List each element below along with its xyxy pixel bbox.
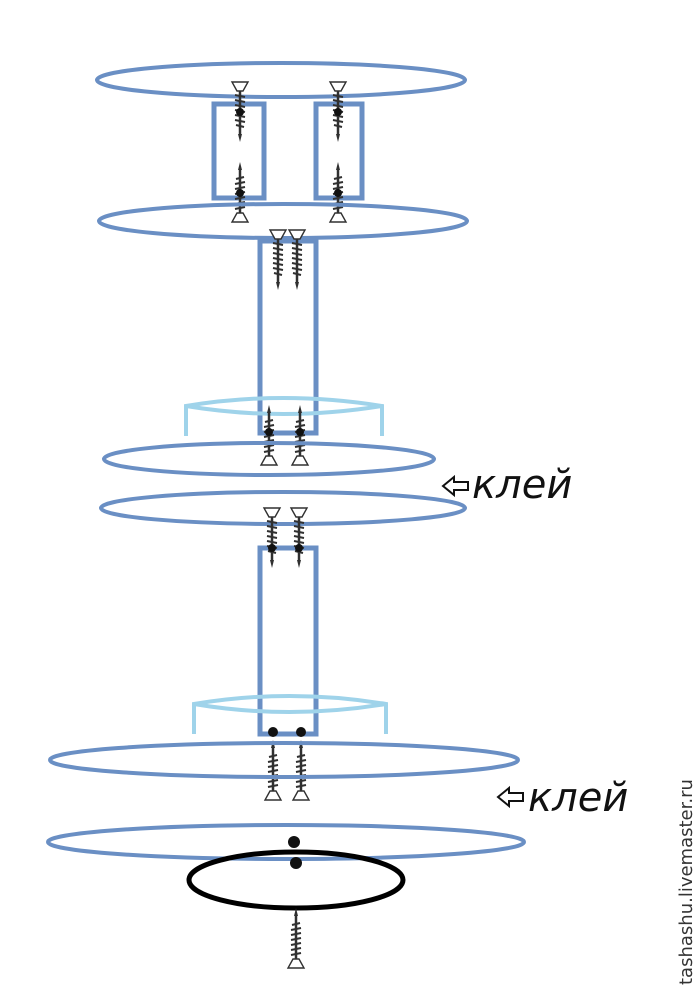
column-upper (257, 238, 319, 436)
collar-upper (184, 396, 384, 436)
dot-marker (268, 544, 276, 552)
column-lower (257, 545, 319, 737)
dot-marker (296, 727, 306, 737)
dot-marker (296, 428, 304, 436)
screw-icon (289, 506, 309, 570)
glue-label: клей (472, 462, 572, 508)
glue-label: клей (528, 775, 628, 821)
screw-icon (288, 908, 304, 968)
dot-marker (236, 189, 244, 197)
dot-marker (288, 836, 300, 848)
plate-third (102, 441, 436, 477)
glue-arrow-icon (496, 785, 524, 809)
plate-fifth (48, 741, 520, 779)
plate-second (97, 202, 469, 240)
dot-marker (265, 428, 273, 436)
dot-marker (334, 108, 342, 116)
plate-top (95, 61, 467, 99)
dot-marker (268, 727, 278, 737)
dot-marker (290, 857, 302, 869)
plate-fourth (99, 490, 467, 526)
glue-arrow-icon (441, 474, 469, 498)
dot-marker (334, 189, 342, 197)
screw-icon (262, 506, 282, 570)
screw-icon (293, 740, 309, 800)
plate-bottom (46, 823, 526, 861)
collar-lower (192, 694, 388, 734)
watermark: tashashu.livemaster.ru (676, 779, 697, 985)
dot-marker (236, 108, 244, 116)
screw-icon (265, 740, 281, 800)
dot-marker (295, 544, 303, 552)
